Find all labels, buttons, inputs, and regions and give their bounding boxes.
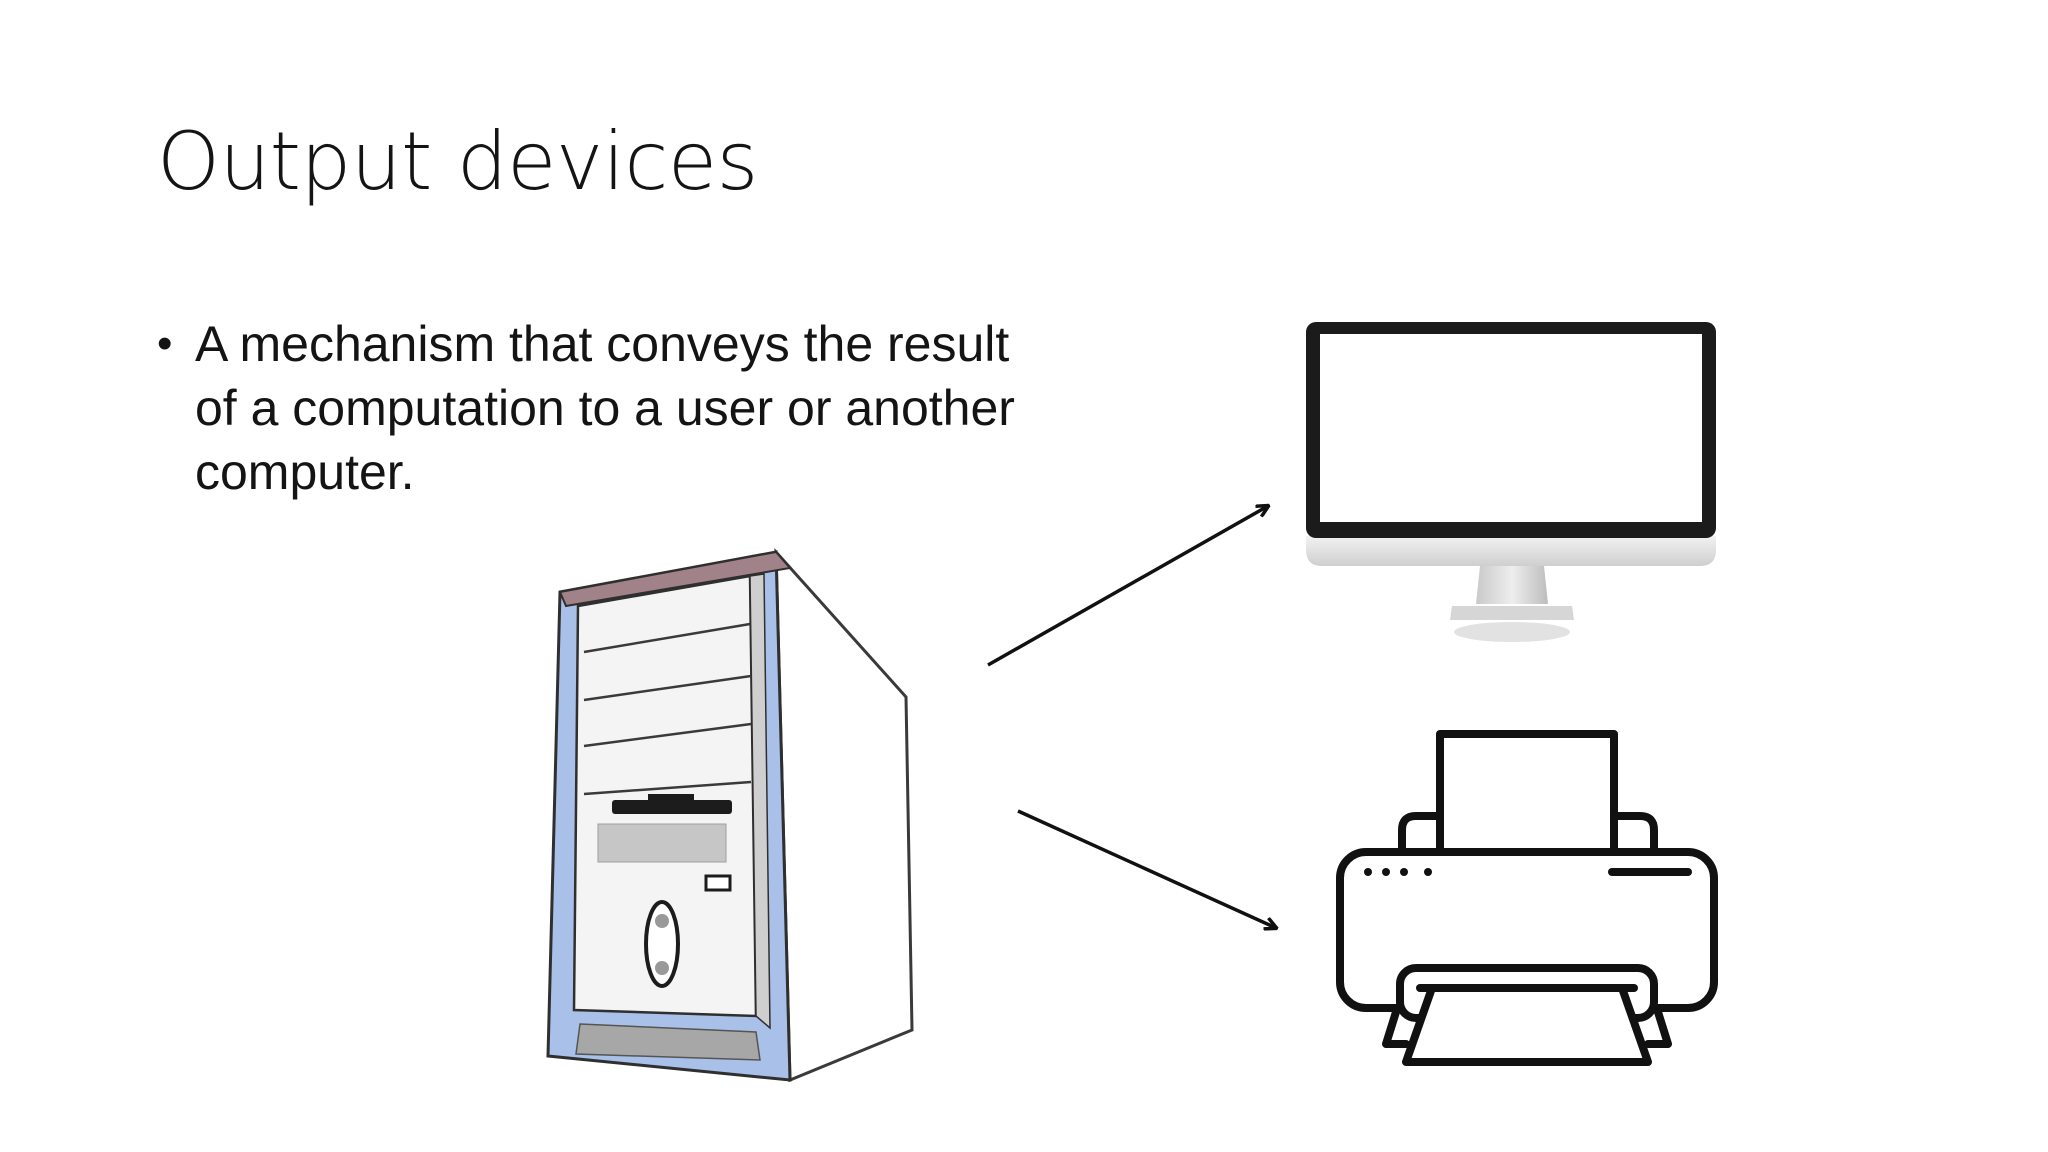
- bullet-marker: •: [157, 319, 173, 368]
- bullet-item: • A mechanism that conveys the result of…: [157, 312, 1017, 504]
- printer-icon: [1336, 730, 1718, 1066]
- monitor-icon: [1306, 322, 1716, 642]
- computer-tower-icon: [546, 547, 914, 1083]
- arrow-to-monitor: [987, 506, 1268, 667]
- bullet-text: A mechanism that conveys the result of a…: [195, 316, 1015, 500]
- slide-title: Output devices: [157, 115, 758, 208]
- arrow-to-printer: [1017, 809, 1276, 928]
- bullet-list: • A mechanism that conveys the result of…: [157, 312, 1017, 504]
